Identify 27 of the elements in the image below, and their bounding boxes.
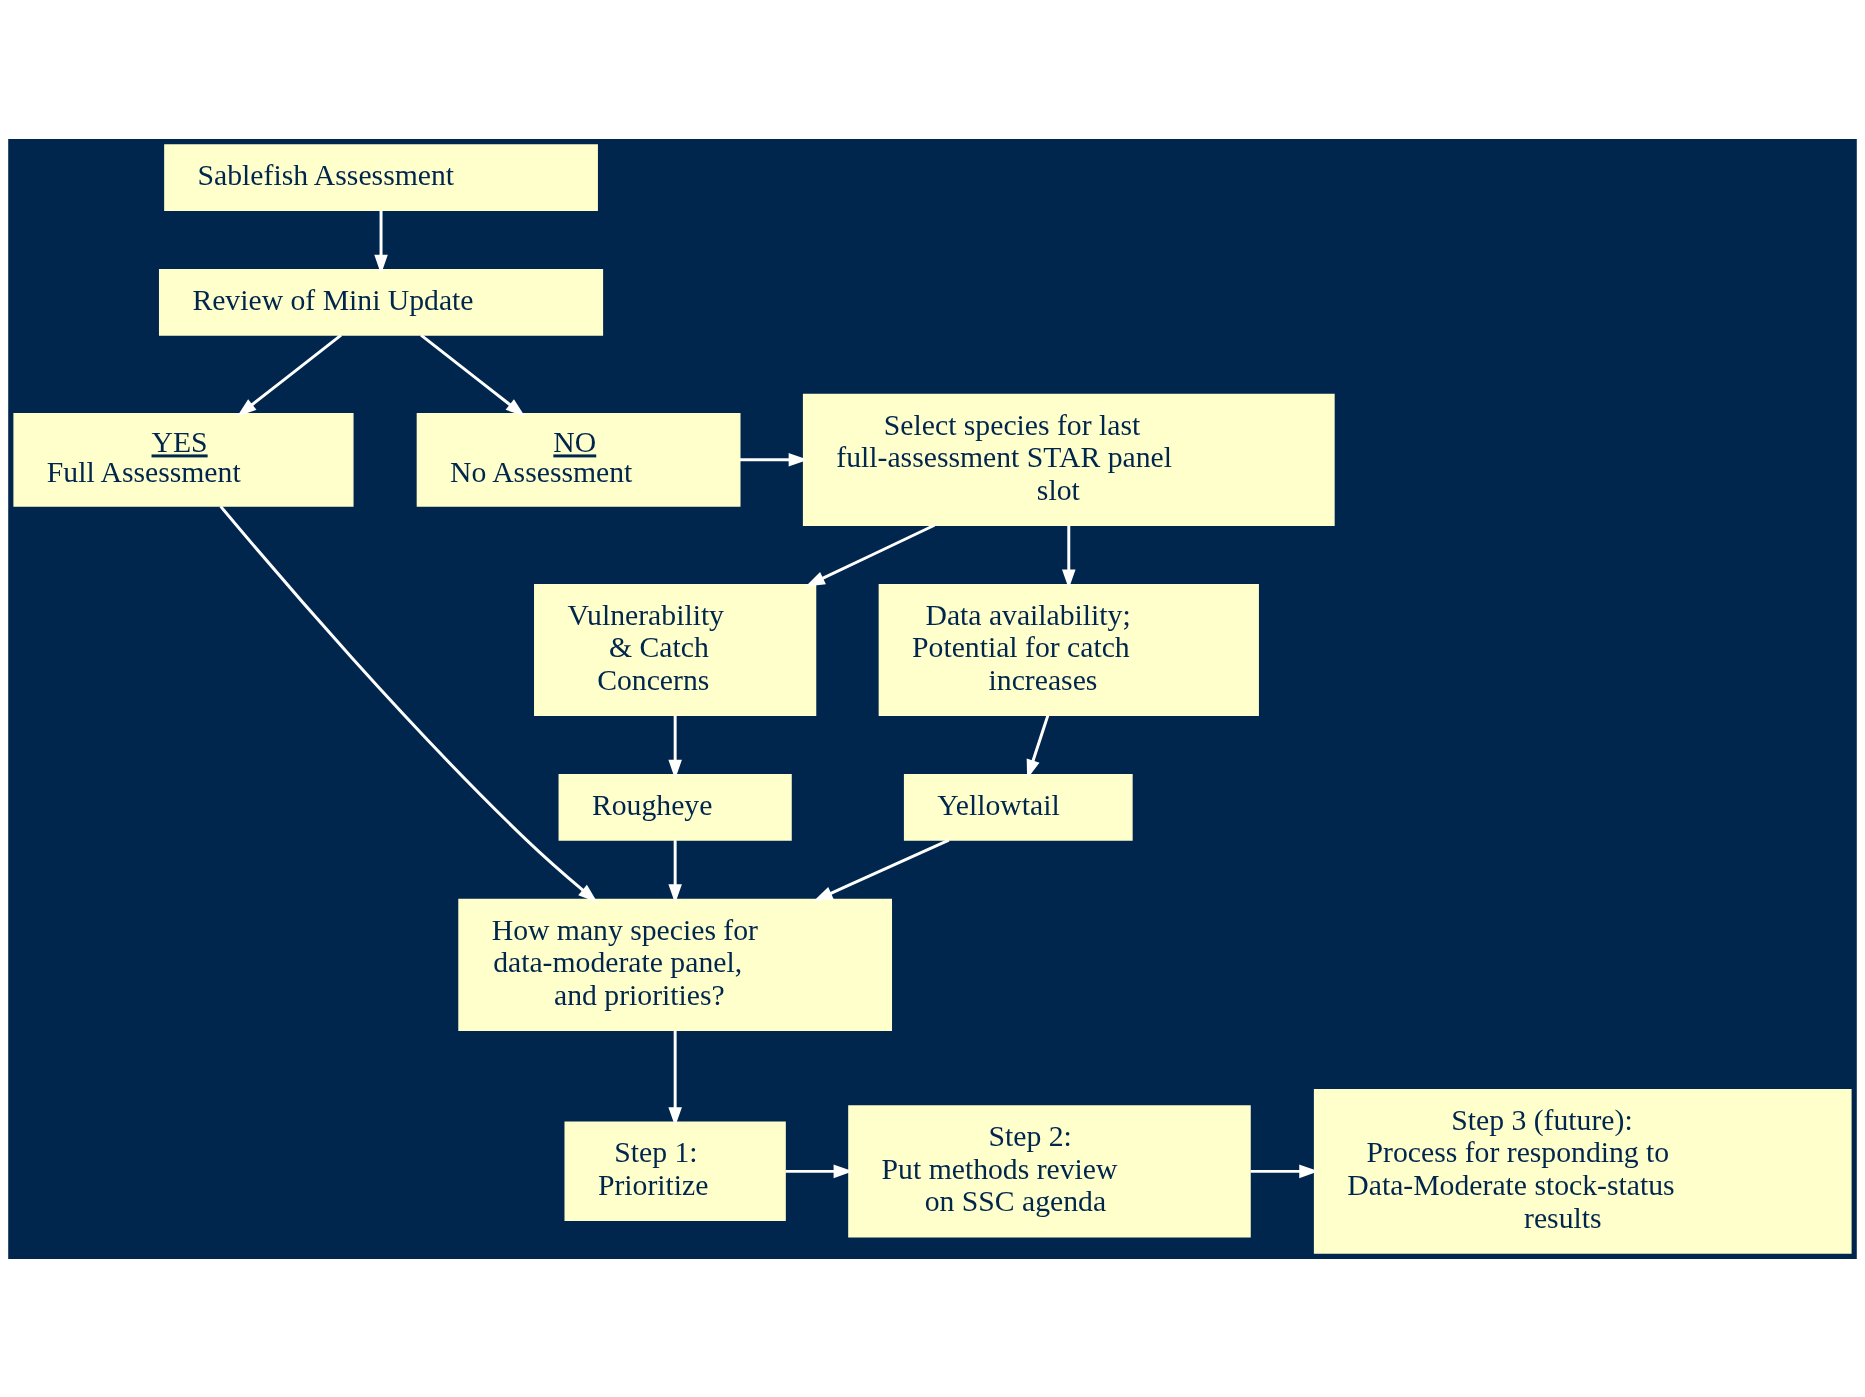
node-box: Step 3 (future): Process for responding to Data-Moderate stock-status results	[1313, 1088, 1852, 1254]
arrow	[1026, 714, 1050, 779]
arrow	[420, 333, 525, 416]
arrow	[813, 838, 950, 901]
node-box: Review of Mini Update	[158, 268, 604, 336]
node-box: Step 2: Put methods review on SSC agenda	[848, 1104, 1251, 1237]
node-box: Data availability; Potential for catch increases	[878, 583, 1259, 716]
arrow	[237, 333, 342, 416]
arrow	[219, 504, 598, 902]
arrow	[374, 210, 388, 274]
node-box: NO No Assessment	[416, 412, 741, 507]
arrow	[805, 523, 936, 586]
node-box: Vulnerability & Catch Concerns	[534, 583, 817, 716]
arrow	[668, 1030, 682, 1127]
node-box: Rougheye	[558, 773, 792, 841]
arrow	[739, 452, 808, 467]
arrow	[1250, 1164, 1319, 1178]
node-box: Sablefish Assessment	[164, 143, 598, 211]
node-box: Yellowtail	[903, 773, 1133, 841]
node-box: YES Full Assessment	[13, 412, 354, 507]
node-box: How many species for data-moderate panel, and priorities?	[458, 898, 893, 1031]
arrow	[1062, 524, 1076, 589]
node-box: Step 1: Prioritize	[564, 1121, 786, 1221]
arrow	[668, 839, 682, 903]
node-box: Select species for last full-assessment STAR panel slot	[802, 393, 1335, 526]
arrow	[785, 1164, 853, 1178]
arrow	[668, 715, 682, 779]
